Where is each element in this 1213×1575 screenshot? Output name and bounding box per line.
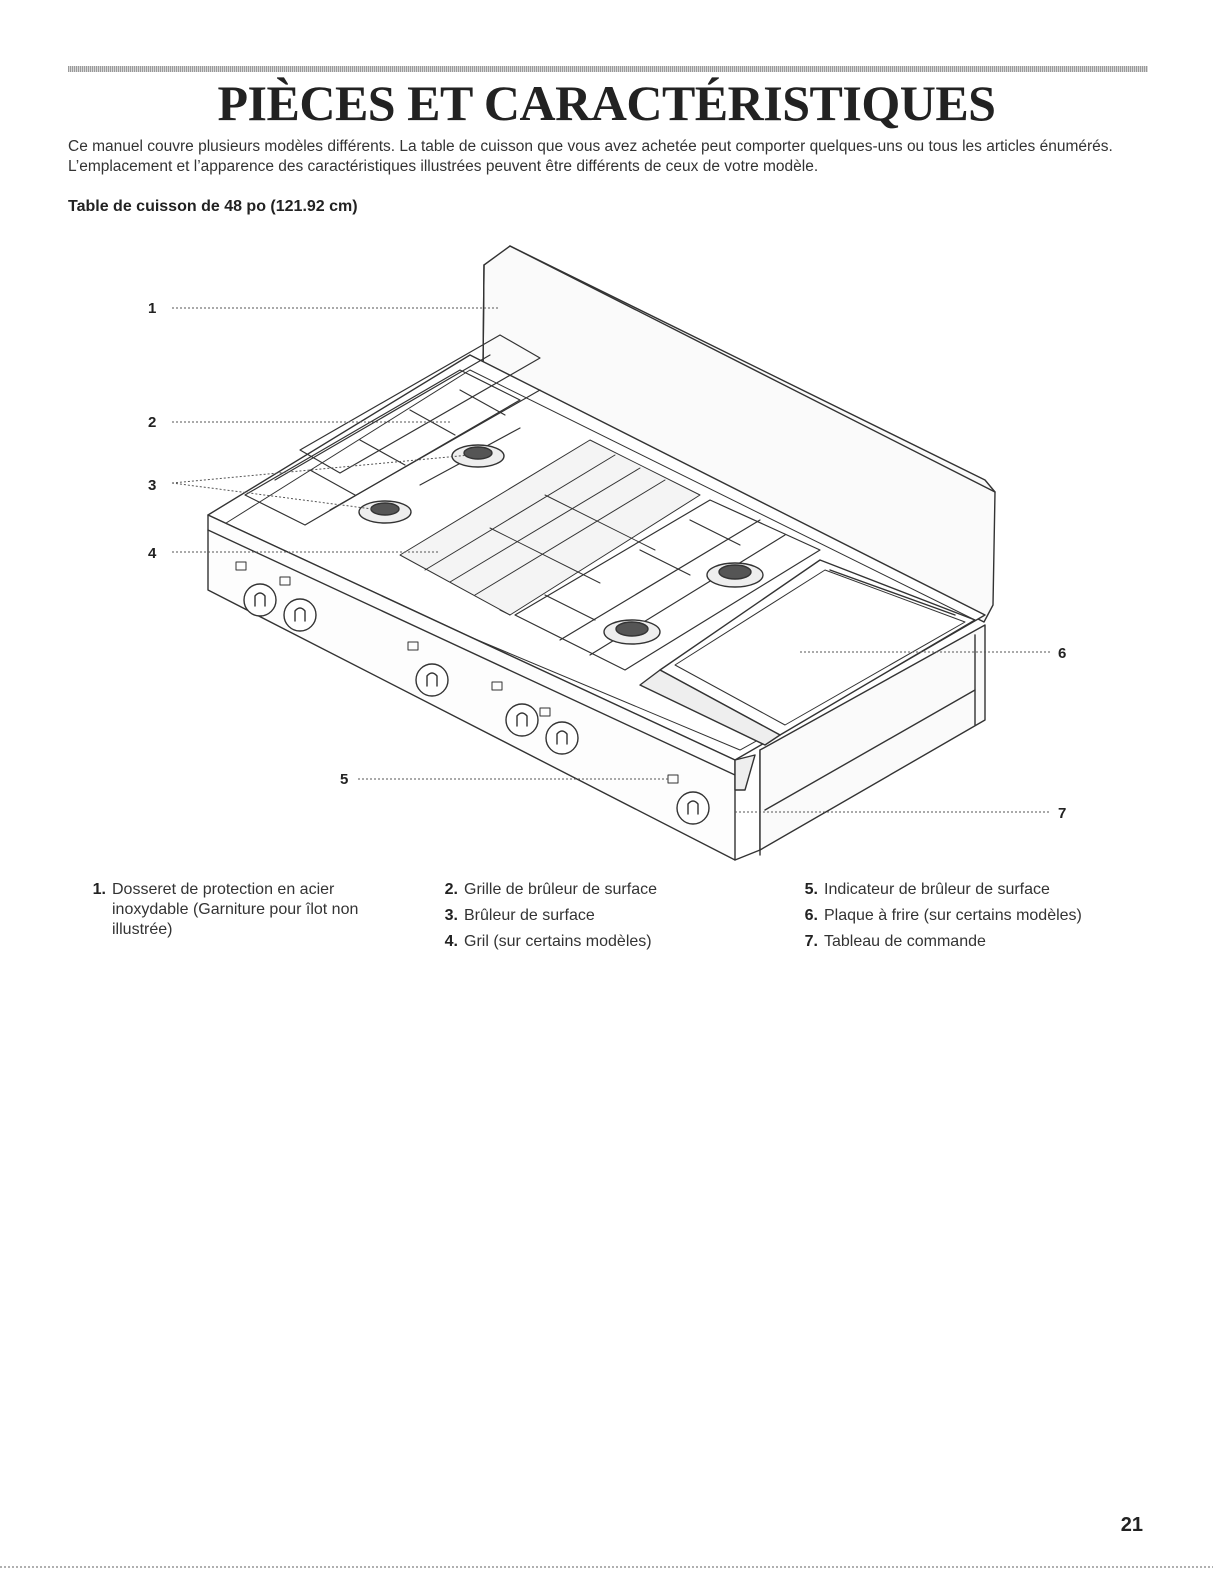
legend-item-4: 4. Gril (sur certains modèles): [436, 929, 756, 955]
callout-leaders: [171, 307, 1050, 813]
callout-6: 6: [1058, 645, 1066, 662]
legend-item-3: 3. Brûleur de surface: [436, 903, 756, 929]
page-title: PIÈCES ET CARACTÉRISTIQUES: [217, 75, 997, 131]
legend-item-number: 1.: [92, 881, 106, 898]
legend-item-number: 5.: [804, 881, 818, 898]
burners-right: [603, 562, 764, 645]
legend-column-3: 5. Indicateur de brûleur de surface 6. P…: [796, 877, 1136, 955]
legend-item-6: 6. Plaque à frire (sur certains modèles): [796, 903, 1136, 929]
legend-item-7: 7. Tableau de commande: [796, 929, 1136, 955]
griddle: [639, 559, 976, 746]
intro-paragraph: Ce manuel couvre plusieurs modèles diffé…: [68, 138, 1113, 175]
legend-item-text: Plaque à frire (sur certains modèles): [824, 907, 1082, 924]
grill: [399, 439, 701, 616]
callout-3: 3: [148, 477, 156, 494]
legend-item-text: Grille de brûleur de surface: [464, 881, 657, 898]
burners-left: [358, 444, 505, 524]
legend-item-5: 5. Indicateur de brûleur de surface: [796, 877, 1136, 903]
legend-item-text: Dosseret de protection en acier inoxydab…: [112, 881, 359, 938]
legend-column-2: 2. Grille de brûleur de surface 3. Brûle…: [436, 877, 756, 955]
legend-item-1: 1. Dosseret de protection en acier inoxy…: [84, 877, 384, 943]
legend-item-number: 2.: [444, 881, 458, 898]
callout-5: 5: [340, 771, 348, 788]
callout-2: 2: [148, 414, 156, 431]
legend-item-text: Tableau de commande: [824, 933, 986, 950]
callout-4: 4: [148, 545, 157, 562]
bottom-rule: [0, 1566, 1213, 1568]
legend-item-2: 2. Grille de brûleur de surface: [436, 877, 756, 903]
control-knobs: [243, 583, 710, 825]
legend-item-number: 4.: [444, 933, 458, 950]
top-rule: [68, 66, 1148, 72]
legend-column-1: 1. Dosseret de protection en acier inoxy…: [84, 877, 384, 943]
legend-item-text: Indicateur de brûleur de surface: [824, 881, 1050, 898]
legend-item-number: 3.: [444, 907, 458, 924]
legend-item-number: 7.: [804, 933, 818, 950]
legend-item-text: Gril (sur certains modèles): [464, 933, 652, 950]
callout-1: 1: [148, 300, 156, 317]
side-panel: [759, 624, 986, 851]
section-subheading: Table de cuisson de 48 po (121.92 cm): [68, 198, 358, 215]
callout-7: 7: [1058, 805, 1066, 822]
cooktop-diagram: 1 2 3 4 5 6 7: [148, 245, 1066, 861]
legend-item-text: Brûleur de surface: [464, 907, 595, 924]
legend-item-number: 6.: [804, 907, 818, 924]
callout-numbers: 1 2 3 4 5 6 7: [148, 300, 1066, 822]
page-number: 21: [1120, 1514, 1143, 1536]
